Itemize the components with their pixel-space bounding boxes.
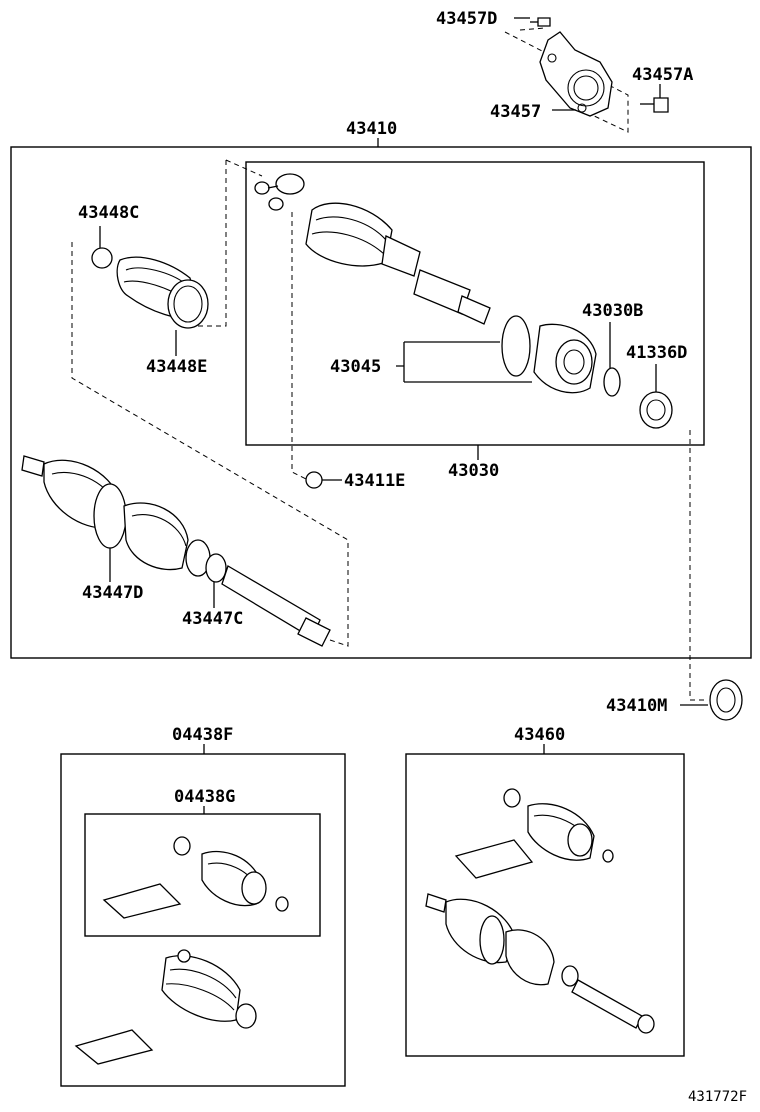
snap-ring-43411E [305, 471, 323, 489]
label-43457D: 43457D [436, 9, 497, 29]
assembly-box-43410 [10, 146, 752, 659]
outboard-joint-shaft [305, 202, 491, 325]
label-43457A: 43457A [632, 65, 693, 85]
dust-seal-43410M [709, 679, 743, 721]
label-04438G: 04438G [174, 787, 235, 807]
inboard-joint [501, 315, 621, 397]
inboard-boot [91, 247, 209, 329]
label-43460: 43460 [514, 725, 565, 745]
label-43030B: 43030B [582, 301, 643, 321]
label-43447C: 43447C [182, 609, 243, 629]
label-04438F: 04438F [172, 725, 233, 745]
bearing-bracket-assembly [504, 17, 669, 133]
outboard-joint-kit [425, 788, 655, 1034]
kit-box-04438F [60, 753, 346, 1087]
kit-box-04438G [84, 813, 321, 937]
label-43447D: 43447D [82, 583, 143, 603]
label-43457: 43457 [490, 102, 541, 122]
assembly-box-43030 [245, 161, 705, 446]
label-43045: 43045 [330, 357, 381, 377]
tripod-joint [254, 173, 305, 211]
label-43410: 43410 [346, 119, 397, 139]
kit-box-43460 [405, 753, 685, 1057]
label-43448E: 43448E [146, 357, 207, 377]
label-43410M: 43410M [606, 696, 667, 716]
figure-code: 431772F [688, 1089, 747, 1105]
boot-kit-outer [74, 949, 257, 1065]
label-41336D: 41336D [626, 343, 687, 363]
boot-kit-inner [102, 836, 289, 919]
outboard-shaft-assembly [21, 455, 331, 647]
oil-seal-41336D [639, 391, 673, 429]
label-43448C: 43448C [78, 203, 139, 223]
label-43411E: 43411E [344, 471, 405, 491]
label-43030: 43030 [448, 461, 499, 481]
